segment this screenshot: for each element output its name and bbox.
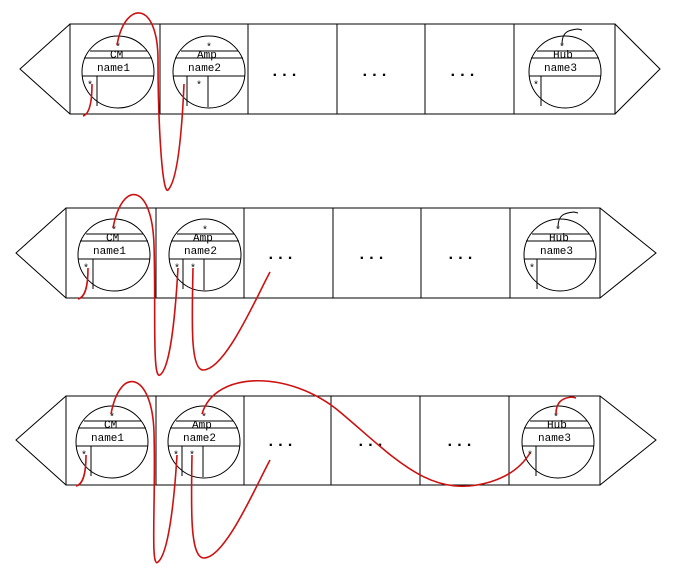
node-name-label: name3 [538, 433, 571, 445]
node-amp: * Amp name2 * [172, 35, 246, 109]
hub-self-pointer [557, 211, 579, 228]
node-name-label: name3 [540, 246, 573, 258]
node-type-label: CM [106, 233, 119, 245]
ellipsis: ... [357, 246, 386, 264]
cm-null-link [77, 267, 89, 300]
node-name-label: name2 [183, 433, 216, 445]
node-name-label: name3 [544, 63, 577, 75]
right-arrow [614, 23, 661, 115]
node-cm: * CM name1 * [75, 405, 149, 479]
amp-to-hub-link [201, 379, 531, 488]
node-type-label: Amp [193, 233, 213, 245]
array-frame [65, 395, 601, 486]
node-name-label: name2 [188, 63, 221, 75]
hub-self-pointer [561, 28, 583, 45]
pointer-marker: * [201, 412, 207, 424]
amp-to-next-link [191, 267, 271, 371]
pointer-marker: * [83, 263, 89, 275]
ellipsis: ... [445, 433, 474, 451]
pointer-marker: * [206, 42, 212, 54]
pointer-marker: * [174, 263, 180, 275]
pointer-marker: * [555, 225, 561, 237]
node-amp: * Amp name2 * * [167, 405, 241, 479]
node-type-label: Hub [547, 420, 567, 432]
cm-null-link [75, 454, 87, 487]
node-type-label: CM [110, 50, 123, 62]
node-cm: * CM name1 * [81, 35, 155, 109]
node-type-label: CM [104, 420, 117, 432]
node-name-label: name1 [91, 433, 124, 445]
pointer-marker: * [196, 80, 202, 92]
pointer-marker: * [173, 450, 179, 462]
pointer-marker: * [87, 80, 93, 92]
pointer-marker: * [559, 42, 565, 54]
cm-to-amp-link [112, 194, 179, 376]
right-arrow [599, 207, 657, 299]
ellipsis: ... [360, 63, 389, 81]
node-type-label: Hub [549, 233, 569, 245]
ellipsis: ... [266, 246, 295, 264]
cm-to-amp-link [116, 12, 185, 191]
left-arrow [19, 23, 71, 115]
ellipsis: ... [266, 433, 295, 451]
node-amp: * Amp name2 * * [168, 218, 242, 292]
pointer-marker: * [553, 412, 559, 424]
node-type-label: Hub [553, 50, 573, 62]
pointer-marker: * [533, 80, 539, 92]
left-arrow [15, 207, 67, 299]
ellipsis: ... [448, 63, 477, 81]
pointer-marker: * [109, 412, 115, 424]
node-hub: * Hub name3 * [528, 35, 602, 109]
cm-null-link [82, 83, 93, 117]
row-3: ... ... ... * CM name1 * * Amp name2 * * [15, 379, 657, 564]
node-name-label: name2 [184, 246, 217, 258]
node-cm: * CM name1 * [77, 218, 151, 292]
node-type-label: Amp [192, 420, 212, 432]
ellipsis: ... [356, 433, 385, 451]
pointer-marker: * [81, 450, 87, 462]
pointer-marker: * [202, 225, 208, 237]
node-name-label: name1 [93, 246, 126, 258]
amp-to-next-link [190, 454, 271, 559]
pointer-marker: * [115, 42, 121, 54]
row-1: ... ... ... * CM name1 * * Amp name2 * [19, 12, 661, 191]
ellipsis: ... [270, 63, 299, 81]
node-type-label: Amp [197, 50, 217, 62]
node-hub: * Hub name3 * [523, 218, 597, 292]
pointer-marker: * [111, 225, 117, 237]
pointer-marker: * [527, 450, 533, 462]
pointer-marker: * [529, 263, 535, 275]
array-frame [69, 23, 616, 115]
row-2: ... ... ... * CM name1 * * Amp name2 * * [15, 194, 657, 376]
left-arrow [15, 395, 67, 486]
right-arrow [599, 395, 657, 486]
ellipsis: ... [446, 246, 475, 264]
node-name-label: name1 [97, 63, 130, 75]
hub-self-pointer [555, 396, 577, 415]
node-hub: * Hub name3 * [521, 405, 595, 479]
cm-to-amp-link [110, 380, 178, 564]
